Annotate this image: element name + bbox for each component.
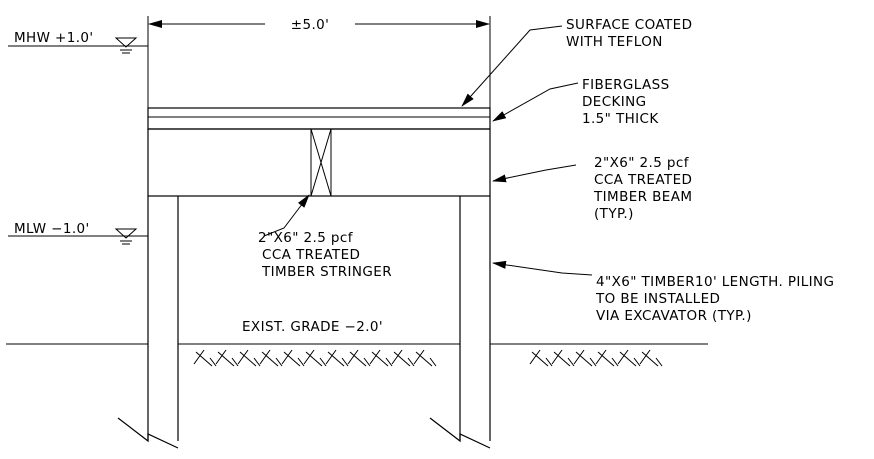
piling-left: [117, 196, 179, 449]
decking-outline: [147, 107, 491, 130]
mhw-label: MHW +1.0': [14, 30, 94, 46]
stringer-label: 2"X6" 2.5 pcf CCA TREATED TIMBER STRINGE…: [258, 230, 392, 280]
mlw-water-symbol: [114, 228, 138, 245]
piling-label: 4"X6" TIMBER10' LENGTH. PILING TO BE INS…: [595, 274, 839, 324]
dimension-label: ±5.0': [291, 17, 330, 33]
soil-hatch-mark: [347, 349, 371, 367]
surface-leader: [461, 25, 563, 107]
grade-label: EXIST. GRADE −2.0': [242, 319, 383, 335]
timber-stringer: [310, 128, 332, 197]
stringer-callout: 2"X6" 2.5 pcf CCA TREATED TIMBER STRINGE…: [258, 194, 392, 280]
surface-label: SURFACE COATED WITH TEFLON: [566, 17, 697, 50]
mlw-water-level: MLW −1.0': [8, 221, 148, 245]
stringer-leader: [263, 194, 310, 237]
soil-hatch-mark: [259, 349, 283, 367]
beam-leader: [492, 164, 577, 183]
mlw-label: MLW −1.0': [14, 221, 90, 237]
beam-callout: 2"X6" 2.5 pcf CCA TREATED TIMBER BEAM (T…: [492, 155, 697, 222]
piling-callout: 4"X6" TIMBER10' LENGTH. PILING TO BE INS…: [492, 260, 839, 324]
soil-hatch-mark: [193, 349, 217, 367]
piling-right-break: [429, 417, 491, 449]
mhw-water-level: MHW +1.0': [8, 30, 148, 54]
existing-grade: EXIST. GRADE −2.0': [6, 319, 708, 367]
decking-callout: FIBERGLASS DECKING 1.5" THICK: [492, 77, 674, 127]
stringer-outline: [310, 128, 332, 197]
decking-leader: [492, 82, 579, 122]
soil-hatch-mark: [215, 349, 239, 367]
soil-hatch-mark: [529, 349, 553, 367]
fiberglass-decking: [147, 107, 491, 130]
beam-label: 2"X6" 2.5 pcf CCA TREATED TIMBER BEAM (T…: [593, 155, 697, 222]
stringer-cross-2: [310, 128, 332, 197]
width-dimension: ±5.0': [147, 16, 491, 108]
soil-hatch-mark: [639, 349, 663, 367]
soil-hatch-mark: [281, 349, 305, 367]
soil-hatch-mark: [303, 349, 327, 367]
piling-left-break: [117, 417, 179, 449]
soil-hatch-mark: [595, 349, 619, 367]
surface-coating-callout: SURFACE COATED WITH TEFLON: [461, 17, 697, 107]
soil-hatch-mark: [573, 349, 597, 367]
decking-label: FIBERGLASS DECKING 1.5" THICK: [582, 77, 674, 127]
soil-hatching: [193, 349, 663, 367]
soil-hatch-mark: [617, 349, 641, 367]
piling-right: [429, 196, 491, 449]
soil-hatch-mark: [325, 349, 349, 367]
soil-hatch-mark: [413, 349, 437, 367]
soil-hatch-mark: [391, 349, 415, 367]
soil-hatch-mark: [237, 349, 261, 367]
mhw-water-symbol: [114, 37, 138, 54]
soil-hatch-mark: [369, 349, 393, 367]
piling-leader: [492, 260, 593, 276]
timber-beam: [147, 128, 491, 197]
soil-hatch-mark: [551, 349, 575, 367]
